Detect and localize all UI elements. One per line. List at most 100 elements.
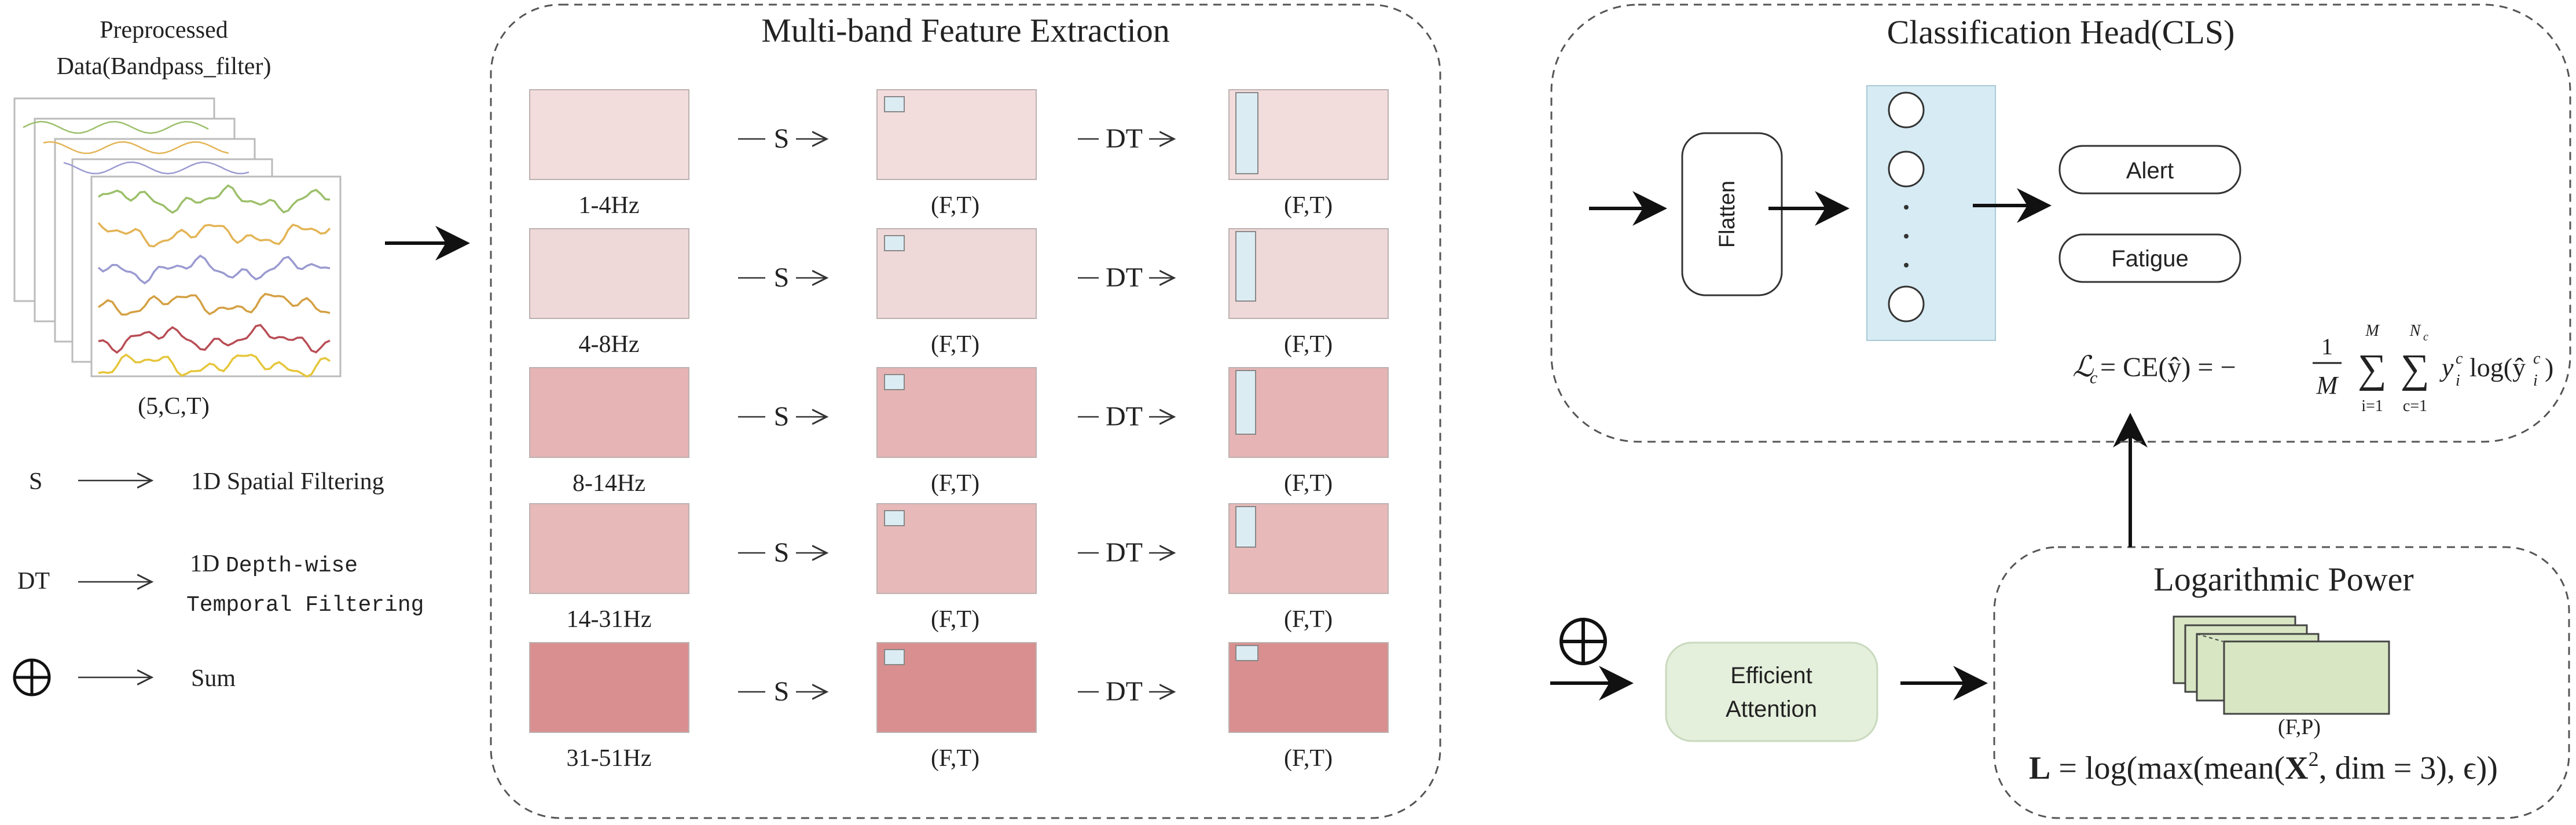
neuron-node <box>1888 91 1925 129</box>
legend: S 1D Spatial Filtering DT 1D Depth-wise … <box>13 468 424 696</box>
output-alert-label: Alert <box>2126 158 2174 184</box>
svg-text:= CE(ŷ) = −: = CE(ŷ) = − <box>2100 352 2236 383</box>
eeg-trace <box>43 141 229 155</box>
eeg-trace <box>98 184 331 214</box>
svg-text:M: M <box>2365 322 2380 340</box>
temporal-filter-patch <box>1235 506 1256 548</box>
legend-symbol-s: S <box>29 468 42 495</box>
temporal-output-label: (F,T) <box>1284 470 1333 497</box>
power-feature-stack <box>2173 615 2390 715</box>
flatten-label: Flatten <box>1715 181 1740 248</box>
band-row: 4-8Hz S (F,T) DT (F,T) <box>529 228 1389 358</box>
svg-text:∑: ∑ <box>2401 347 2430 391</box>
eeg-trace <box>97 254 331 285</box>
spatial-op-label: S <box>774 676 790 707</box>
band-label: 31-51Hz <box>567 745 652 772</box>
log-power-formula: L = log(max(mean(X2, dim = 3), ϵ)) <box>2029 747 2498 786</box>
ellipsis-dot <box>1904 234 1909 239</box>
legend-desc-s: 1D Spatial Filtering <box>191 468 384 495</box>
temporal-filter-patch <box>1235 645 1258 661</box>
band-row: 8-14Hz S (F,T) DT (F,T) <box>529 367 1389 497</box>
legend-desc-sum: Sum <box>191 665 236 692</box>
neuron-node <box>1888 285 1925 322</box>
input-title-line2: Data(Bandpass_filter) <box>57 53 271 80</box>
spatial-op-label: S <box>774 262 790 293</box>
output-fatigue-label: Fatigue <box>2111 246 2188 272</box>
band-label: 4-8Hz <box>579 331 640 358</box>
flatten-box <box>1681 132 1783 296</box>
ellipsis-dot <box>1904 205 1909 210</box>
legend-item-sum: Sum <box>13 658 236 696</box>
temporal-output-label: (F,T) <box>1284 192 1333 219</box>
neuron-node <box>1888 151 1925 188</box>
temporal-filter-patch <box>1235 92 1258 174</box>
eeg-trace <box>98 292 331 316</box>
legend-symbol-dt: DT <box>17 568 50 595</box>
eeg-trace <box>98 353 331 378</box>
svg-text:c: c <box>2533 350 2541 368</box>
output-fatigue-box <box>2058 233 2241 283</box>
spatial-filter-patch <box>884 374 905 390</box>
eeg-waveforms <box>23 120 331 378</box>
extraction-border <box>490 3 1441 819</box>
spatial-output-label: (F,T) <box>931 606 979 633</box>
spatial-op-label: S <box>774 537 790 568</box>
power-feature-front <box>2223 640 2390 715</box>
svg-text:c=1: c=1 <box>2403 397 2427 415</box>
band-input-box <box>529 228 689 319</box>
legend-desc-dt-line2: Temporal Filtering <box>186 593 424 618</box>
temporal-op-label: DT <box>1106 676 1143 707</box>
spatial-filter-patch <box>884 649 905 665</box>
band-label: 14-31Hz <box>567 606 652 633</box>
temporal-op-label: DT <box>1106 401 1143 432</box>
temporal-output-label: (F,T) <box>1284 331 1333 358</box>
eeg-trace <box>23 120 209 134</box>
temporal-op-label: DT <box>1106 262 1143 293</box>
spatial-output-label: (F,T) <box>931 331 979 358</box>
band-input-box <box>529 367 689 458</box>
band-rows: 1-4HzS(F,T)DT(F,T)4-8HzS(F,T)DT(F,T)8-14… <box>529 89 1389 772</box>
svg-text:i: i <box>2533 372 2538 390</box>
attention-label-line2: Attention <box>1726 696 1817 722</box>
svg-text:1: 1 <box>2321 333 2333 360</box>
eeg-trace <box>97 222 331 248</box>
band-label: 8-14Hz <box>573 470 645 497</box>
spatial-output-label: (F,T) <box>931 192 979 219</box>
feature-extraction-panel: Multi-band Feature Extraction 1-4HzS(F,T… <box>490 3 1441 819</box>
log-power-shape-label: (F,P) <box>2278 715 2321 739</box>
loss-formula: ℒ c = CE(ŷ) = − 1 M M ∑ i=1 N c ∑ c=1 y … <box>2072 322 2553 415</box>
cls-border <box>1550 3 2571 443</box>
oplus-icon <box>13 658 51 696</box>
eeg-trace <box>63 161 249 175</box>
spatial-output-label: (F,T) <box>931 745 979 772</box>
temporal-filter-patch <box>1235 231 1256 302</box>
input-title-line1: Preprocessed <box>100 17 228 43</box>
spatial-output-label: (F,T) <box>931 470 979 497</box>
svg-text:M: M <box>2316 371 2339 399</box>
svg-text:i=1: i=1 <box>2361 397 2383 415</box>
legend-item-spatial: S 1D Spatial Filtering <box>29 468 384 495</box>
legend-item-temporal: DT 1D Depth-wise Temporal Filtering <box>17 551 424 618</box>
eeg-trace <box>98 324 331 354</box>
band-input-box <box>529 89 689 180</box>
spatial-op-label: S <box>774 401 790 432</box>
svg-text:i: i <box>2456 372 2460 390</box>
svg-text:log(ŷ: log(ŷ <box>2469 353 2526 382</box>
oplus-icon <box>1559 618 1607 665</box>
fusion-section: Efficient Attention <box>1550 618 1988 742</box>
dense-layer-panel <box>1866 85 1996 341</box>
svg-text:): ) <box>2545 353 2553 382</box>
input-shape-label: (5,C,T) <box>138 393 210 420</box>
spatial-op-label: S <box>774 123 790 154</box>
band-label: 1-4Hz <box>579 192 640 219</box>
signal-sheet-front <box>90 175 342 377</box>
spatial-filter-patch <box>884 96 905 112</box>
band-input-box <box>529 503 689 594</box>
temporal-output-label: (F,T) <box>1284 606 1333 633</box>
ellipsis-dot <box>1904 263 1909 267</box>
log-power-border <box>1993 546 2570 819</box>
svg-text:c: c <box>2423 331 2428 343</box>
